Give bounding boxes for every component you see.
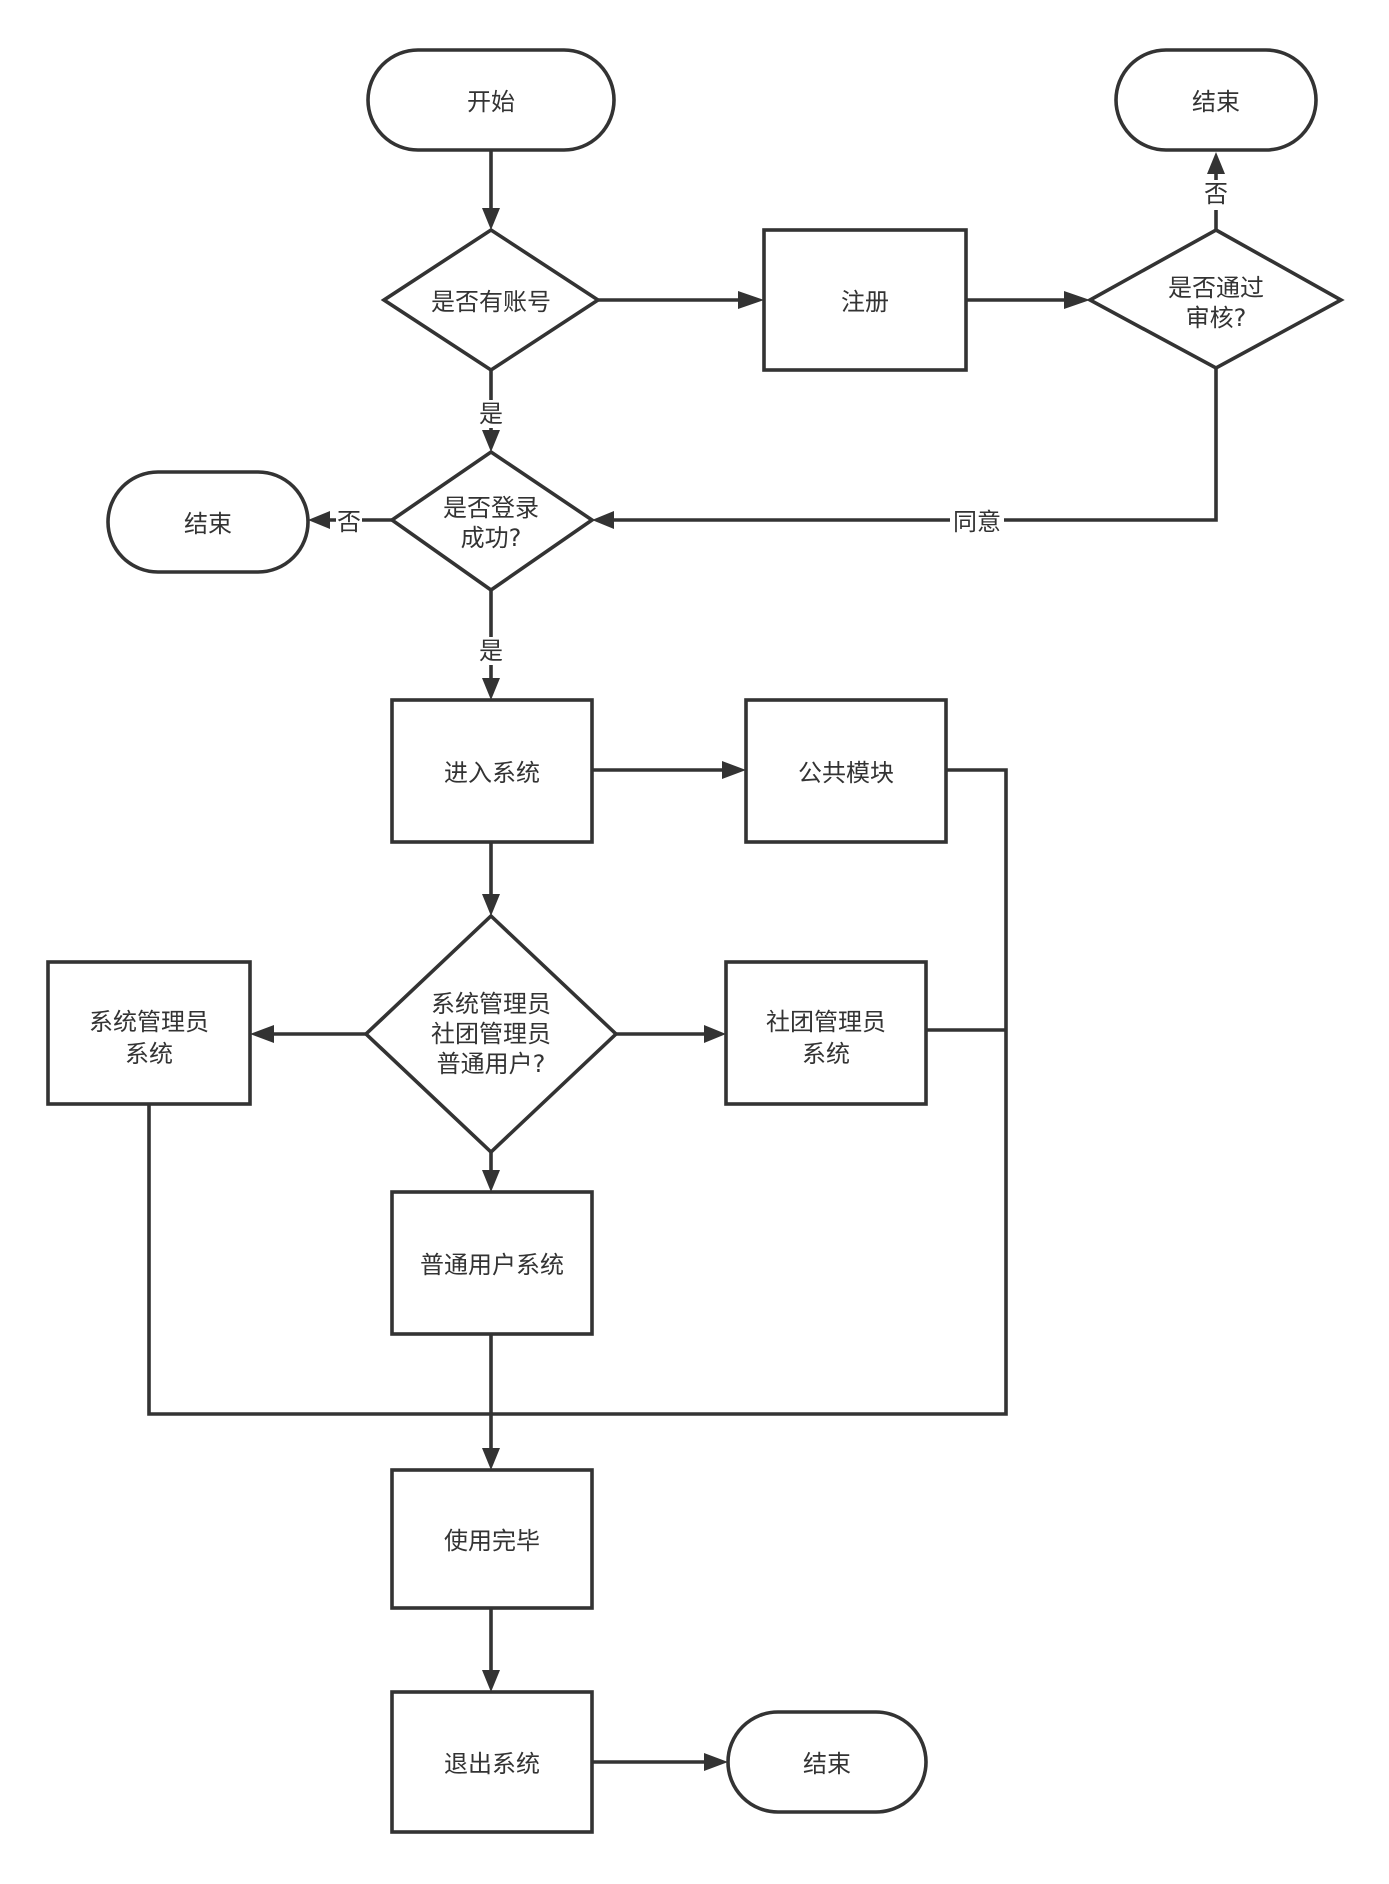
arrowhead [250,1025,274,1043]
arrowhead [592,511,614,529]
node-end-review-label: 结束 [1192,88,1240,116]
node-has-account: 是否有账号 [380,227,602,373]
node-sys-admin-label-1: 系统管理员 [89,1008,209,1036]
node-sys-admin: 系统管理员 系统 [46,960,252,1106]
node-club-admin-label-2: 系统 [802,1040,850,1068]
arrowhead [482,430,500,452]
node-register: 注册 [762,228,968,372]
node-public-module-label: 公共模块 [798,759,894,787]
node-end-final: 结束 [726,1710,928,1814]
edge-public-to-finished [491,768,1008,1416]
arrowhead [482,1670,500,1692]
node-role-choice-label-3: 普通用户? [437,1050,546,1078]
label-review-agree: 同意 [953,508,1001,536]
node-register-label: 注册 [841,288,889,316]
label-review-no: 否 [1204,180,1228,208]
arrowhead [1064,291,1090,309]
node-login-ok: 是否登录 成功? [388,449,596,593]
node-review-label-1: 是否通过 [1168,274,1264,302]
node-enter-system-label: 进入系统 [444,759,540,787]
node-normal-user: 普通用户系统 [390,1190,594,1336]
label-login-no: 否 [337,508,361,536]
node-review: 是否通过 审核? [1086,227,1345,371]
arrowhead [308,511,330,529]
node-logout: 退出系统 [390,1690,594,1834]
node-role-choice-label-2: 社团管理员 [431,1020,551,1048]
node-start-label: 开始 [467,88,515,116]
node-start: 开始 [366,48,616,152]
edge-review-agree-to-login [614,368,1218,522]
arrowhead [738,291,764,309]
node-finished: 使用完毕 [390,1468,594,1610]
node-sys-admin-label-2: 系统 [125,1040,173,1068]
node-has-account-label: 是否有账号 [431,288,551,316]
arrowhead [704,1753,728,1771]
label-has-account-yes: 是 [479,400,503,428]
arrowhead [1207,152,1225,174]
node-role-choice: 系统管理员 社团管理员 普通用户? [363,913,619,1155]
node-review-label-2: 审核? [1186,304,1247,332]
node-club-admin-label-1: 社团管理员 [766,1008,886,1036]
arrowhead [482,894,500,916]
node-public-module: 公共模块 [744,698,948,844]
node-normal-user-label: 普通用户系统 [420,1251,564,1279]
arrowhead [482,678,500,700]
edge-labels: 是 是 否 否 同意 [336,180,1229,665]
node-enter-system: 进入系统 [390,698,594,844]
node-logout-label: 退出系统 [444,1750,540,1778]
node-login-ok-label-2: 成功? [461,524,522,552]
edges [147,150,1225,1771]
node-club-admin: 社团管理员 系统 [724,960,928,1106]
arrowhead [482,1170,500,1192]
arrowhead [704,1025,726,1043]
node-end-login-label: 结束 [184,510,232,538]
arrowhead [722,761,746,779]
arrowhead [482,1448,500,1470]
edge-sys-admin-to-finished [147,1104,491,1416]
arrowhead [482,208,500,230]
label-login-yes: 是 [479,637,503,665]
node-end-review: 结束 [1114,48,1318,152]
node-end-login: 结束 [106,470,310,574]
node-role-choice-label-1: 系统管理员 [431,990,551,1018]
node-login-ok-label-1: 是否登录 [443,494,539,522]
node-end-final-label: 结束 [803,1750,851,1778]
node-finished-label: 使用完毕 [444,1527,540,1555]
